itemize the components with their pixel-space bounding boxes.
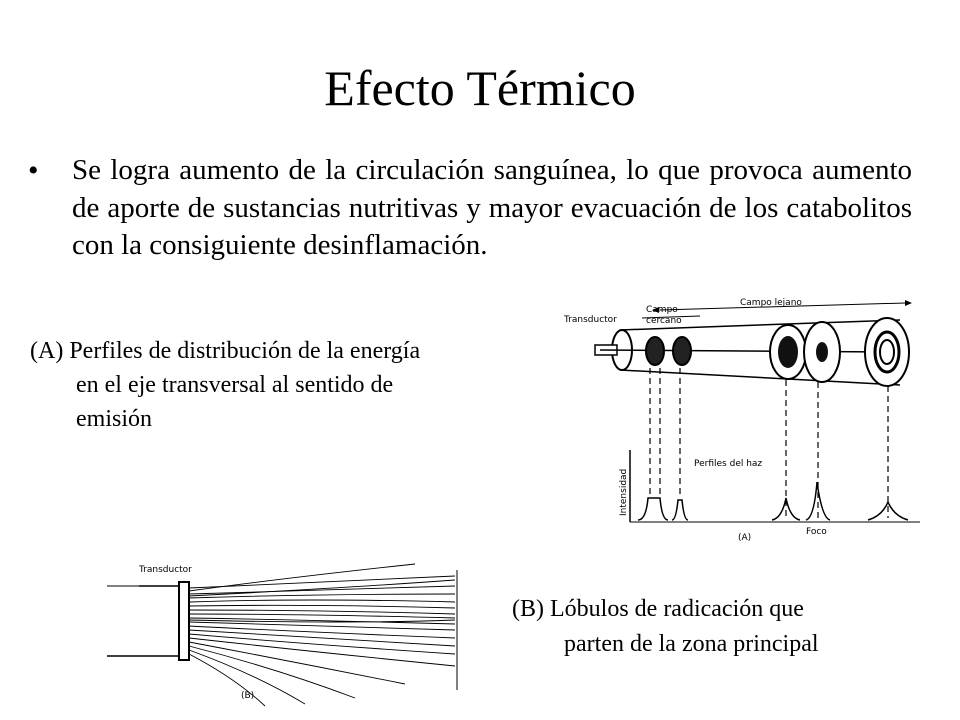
- intensity-axis-label: Intensidad: [619, 469, 629, 516]
- slide-title: Efecto Térmico: [324, 60, 636, 116]
- caption-b-line2: parten de la zona principal: [564, 631, 819, 657]
- figure-a-tag: (A): [738, 533, 751, 543]
- figure-b-tag: (B): [241, 691, 254, 701]
- caption-a-line1: (A) Perfiles de distribución de la energ…: [30, 338, 421, 364]
- transducer-label-a: Transductor: [563, 315, 617, 325]
- caption-figure-a: (A) Perfiles de distribución de la energ…: [30, 334, 550, 436]
- radiation-lobes-diagram: Transductor (B): [107, 563, 458, 707]
- far-field-label: Campo lejano: [740, 298, 802, 308]
- focus-label: Foco: [806, 527, 827, 537]
- caption-figure-b: (B) Lóbulos de radicación que parten de …: [512, 592, 932, 662]
- caption-a-line3: emisión: [76, 406, 152, 432]
- beam-profiles-label: Perfiles del haz: [694, 459, 762, 469]
- beam-profile-diagram: Transductor Campo cercano Campo lejano: [563, 298, 920, 543]
- caption-b-line1: (B) Lóbulos de radicación que: [512, 596, 804, 622]
- caption-a-line2: en el eje transversal al sentido de: [76, 372, 394, 398]
- bullet-paragraph: Se logra aumento de la circulación sangu…: [72, 154, 912, 261]
- near-field-label-1: Campo: [646, 305, 678, 315]
- transducer-label-b: Transductor: [138, 565, 192, 575]
- bullet-marker: •: [28, 154, 39, 187]
- near-field-label-2: cercano: [646, 316, 682, 326]
